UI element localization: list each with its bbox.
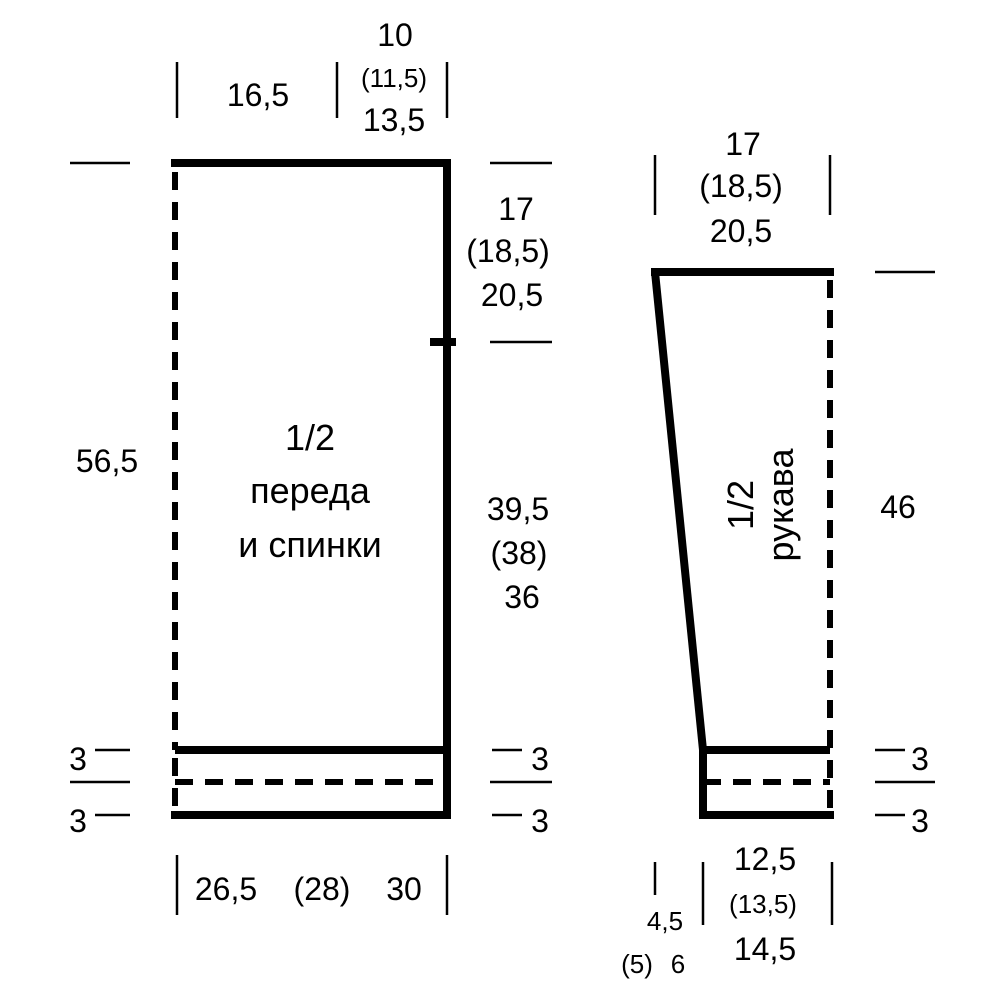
neck-width-b: (11,5) [361,63,427,93]
increase-b: (5) [621,949,653,979]
sleeve-side-edge [651,271,707,751]
bottom-width-c: 30 [386,871,422,907]
increase-c: 6 [671,949,685,979]
rib-left-bottom-label: 3 [69,803,87,839]
armhole-depth-c: 20,5 [481,277,543,313]
rib-right-top-label: 3 [531,741,549,777]
bottom-width-b: (28) [294,871,351,907]
body-piece-outline [171,159,456,819]
body-dimension-lines [70,62,552,915]
shoulder-width-label: 16,5 [227,77,289,113]
total-length-label: 56,5 [76,443,138,479]
body-title-front: переда [250,470,371,511]
increase-a: 4,5 [647,906,683,936]
sleeve-title-fraction: 1/2 [720,480,761,530]
sleeve-top-width-c: 20,5 [710,213,772,249]
rib-right-bottom-label: 3 [531,803,549,839]
bottom-width-a: 26,5 [195,871,257,907]
sleeve-rib-bottom-label: 3 [911,803,929,839]
armhole-depth-b: (18,5) [466,233,550,269]
side-length-a: 39,5 [487,491,549,527]
sleeve-top-width-b: (18,5) [699,168,783,204]
sleeve-piece-outline [651,268,834,819]
cuff-width-c: 14,5 [734,931,796,967]
neck-width-a: 10 [377,17,413,53]
neck-width-c: 13,5 [363,102,425,138]
side-length-c: 36 [504,579,540,615]
rib-left-top-label: 3 [69,741,87,777]
cuff-width-b: (13,5) [729,889,797,919]
sleeve-top-width-a: 17 [725,126,761,162]
sleeve-length-label: 46 [880,489,916,525]
body-title-back: и спинки [238,524,381,565]
sleeve-title-word: рукава [760,448,801,562]
sleeve-title: 1/2 рукава [720,448,801,562]
side-length-b: (38) [491,535,548,571]
sleeve-rib-top-label: 3 [911,741,929,777]
sleeve-dimension-lines [653,155,935,925]
cuff-width-a: 12,5 [734,841,796,877]
armhole-depth-a: 17 [498,191,534,227]
body-title-fraction: 1/2 [285,417,335,458]
